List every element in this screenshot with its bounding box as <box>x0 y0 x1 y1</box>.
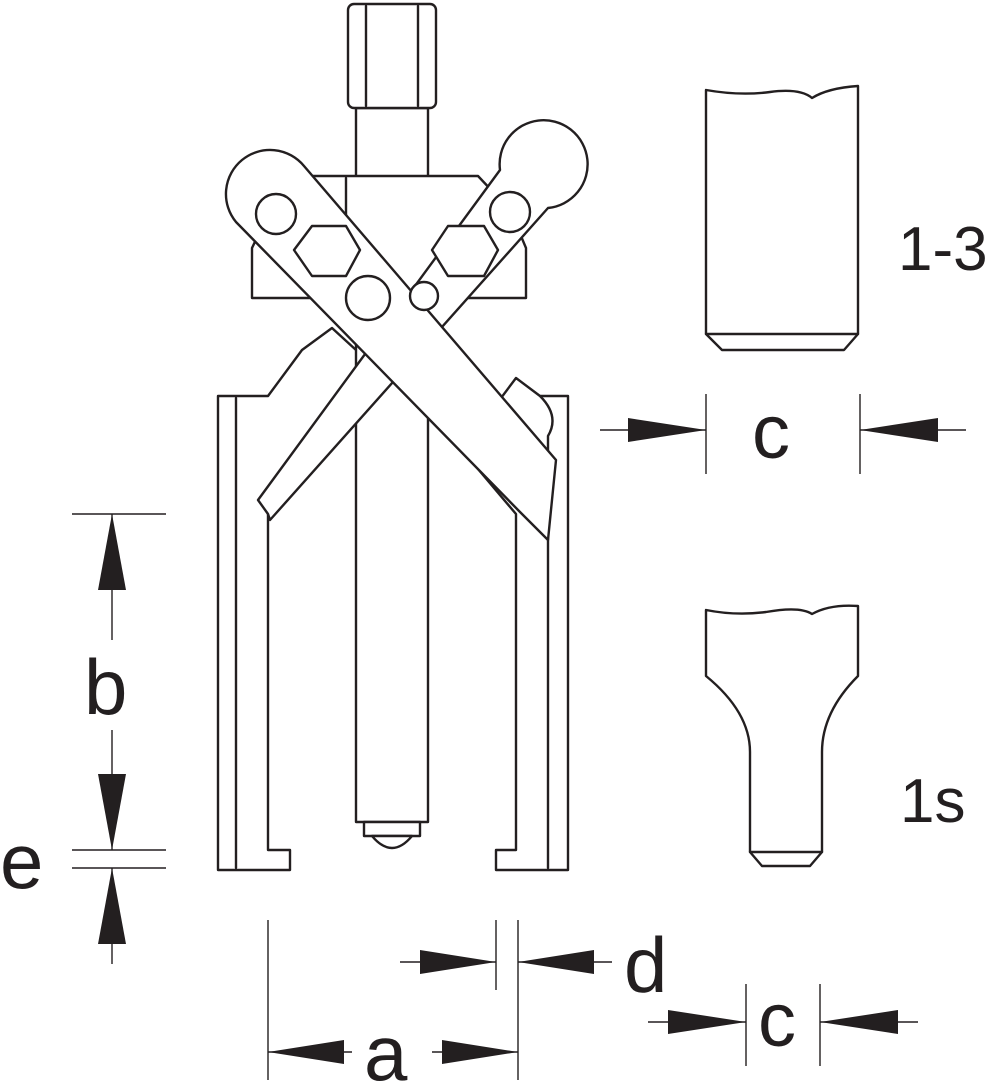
spindle-tip <box>362 820 422 838</box>
dimension-label-b: b <box>84 643 127 731</box>
spindle-hex-head <box>346 2 438 110</box>
hex-nut-icon <box>430 224 500 278</box>
dimension-label-c: c <box>752 390 790 475</box>
spindle-shaft <box>354 106 430 180</box>
dimension-label-c-bottom: c <box>758 978 796 1063</box>
dimension-c-top: c <box>600 390 966 475</box>
dimension-a: a <box>267 920 518 1085</box>
pivot-pin-icon <box>488 190 532 234</box>
dimension-b: b <box>72 513 166 851</box>
pivot-pin-icon <box>344 274 392 322</box>
jaw-tip-variant-1s: 1s <box>704 604 965 868</box>
pivot-pin-icon <box>254 192 298 236</box>
dimension-label-e: e <box>0 817 43 905</box>
hex-nut-icon <box>292 224 362 278</box>
dimension-e: e <box>0 817 166 964</box>
dimension-c-bottom: c <box>648 978 918 1066</box>
spindle-point <box>370 834 414 850</box>
dimension-d: d <box>400 920 667 1080</box>
variant-label-1-3: 1-3 <box>898 215 988 284</box>
puller-assembly <box>216 2 589 872</box>
dimension-label-a: a <box>364 1009 408 1085</box>
jaw-tip-variant-1-3: 1-3 <box>704 84 988 352</box>
variant-label-1s: 1s <box>900 767 965 836</box>
pivot-pin-icon <box>408 280 440 312</box>
dimension-label-d: d <box>624 921 667 1009</box>
